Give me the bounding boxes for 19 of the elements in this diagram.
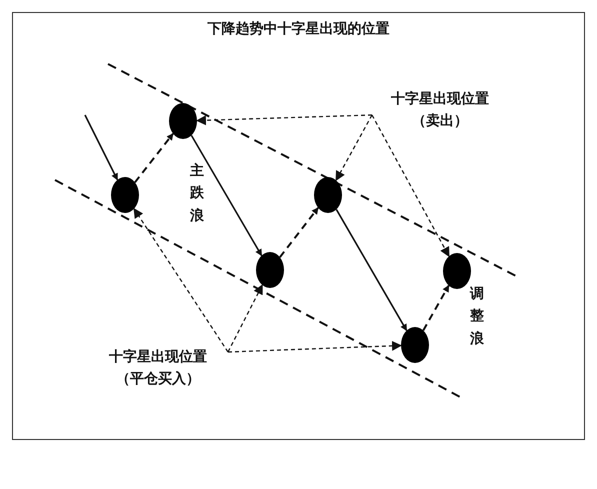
price-move-arrow — [84, 114, 118, 180]
pointer-arrow — [228, 340, 402, 353]
pointer-arrow — [227, 284, 263, 352]
annotation-heading: 十字星出现位置 — [390, 90, 490, 109]
pointer-arrow — [336, 114, 373, 182]
pointer-arrow — [371, 114, 450, 258]
wave-label: 主跌浪 — [190, 162, 204, 226]
price-move-arrow — [279, 207, 319, 258]
annotation-note: （平仓买入） — [115, 370, 201, 389]
annotation-note: （卖出） — [411, 112, 469, 131]
wave-label: 调整浪 — [470, 285, 484, 349]
price-move-arrow — [336, 209, 408, 332]
pointer-arrow — [133, 208, 228, 352]
price-move-arrow — [190, 135, 262, 256]
diagram-title: 下降趋势中十字星出现的位置 — [206, 20, 390, 38]
price-move-arrow — [134, 133, 174, 183]
annotation-heading: 十字星出现位置 — [108, 348, 208, 367]
price-move-arrow — [422, 284, 450, 331]
pointer-arrow — [196, 114, 372, 126]
